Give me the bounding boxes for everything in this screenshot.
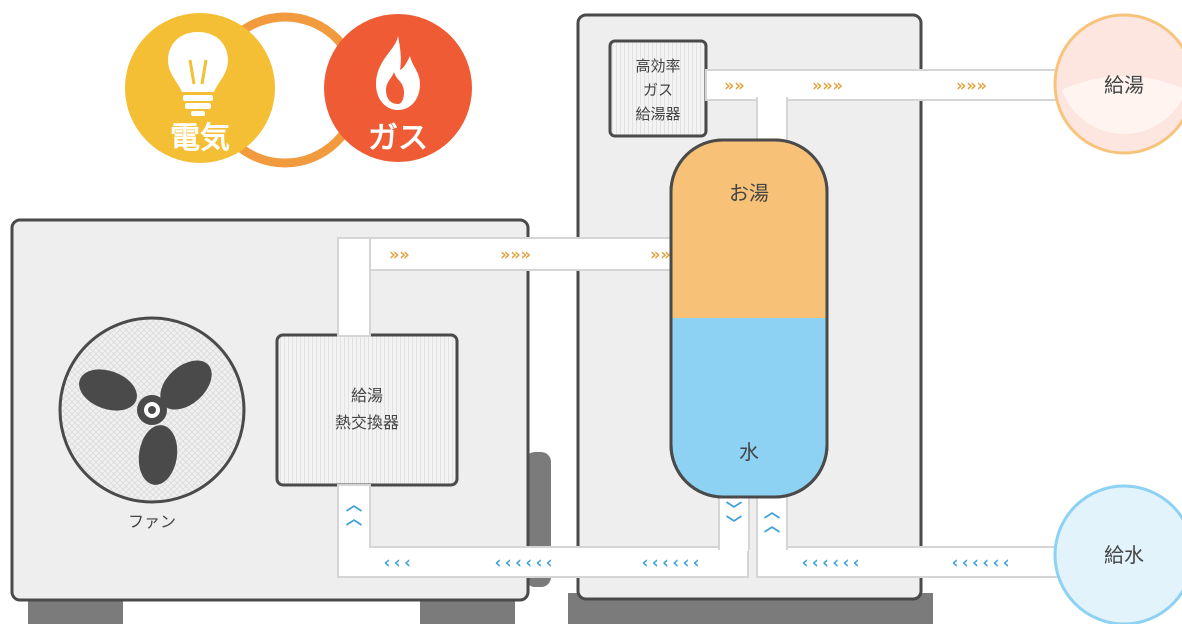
- gas-heater-label-line2: ガス: [643, 81, 673, 99]
- energy-badges: 電気 ガス: [125, 12, 472, 168]
- hot-supply-label: 給湯: [1104, 73, 1144, 97]
- gas-heater-label-line3: 給湯器: [635, 105, 680, 123]
- flow-arrow-hot-2: »»»: [812, 76, 843, 96]
- tank-hot-label: お湯: [729, 181, 769, 205]
- flow-arrow-cold-3: ‹‹‹‹‹‹: [640, 553, 701, 573]
- heat-exchanger: [275, 333, 459, 487]
- heat-exchanger-label-line1: 給湯: [351, 386, 383, 405]
- flame-icon: [376, 36, 420, 110]
- lightbulb-icon: [168, 32, 228, 116]
- flow-arrow-up-3: ︿: [764, 502, 780, 521]
- flow-arrow-up-1: ︿: [346, 495, 362, 514]
- heat-pump-unit: ファン 給湯 熱交換器: [10, 218, 551, 624]
- hot-supply-circle: 給湯: [1053, 13, 1182, 160]
- heat-exchanger-label-line2: 熱交換器: [335, 413, 399, 432]
- storage-tank: お湯 水: [669, 138, 829, 499]
- tank-outline: [669, 138, 829, 499]
- pipe-tank-inlet: [756, 494, 788, 550]
- flow-arrow-up-2: ︿: [346, 509, 362, 528]
- heat-pump-body: [10, 218, 530, 602]
- gas-label: ガス: [368, 121, 428, 156]
- pipe-hot-supply: [705, 69, 1072, 101]
- flow-arrow-cold-4: ‹‹‹‹‹‹: [800, 553, 861, 573]
- tank-hot-section: [671, 140, 827, 318]
- water-supply-label: 給水: [1104, 543, 1144, 567]
- flow-arrow-cold-1: ‹‹‹: [382, 553, 413, 573]
- flow-arrow-hot-5: »»»: [500, 245, 531, 265]
- flow-arrow-hot-3: »»»: [956, 76, 987, 96]
- flow-arrow-cold-5: ‹‹‹‹‹‹: [950, 553, 1011, 573]
- flow-arrow-cold-2: ‹‹‹‹‹‹: [493, 553, 554, 573]
- flow-arrow-hot-1: »»: [724, 76, 744, 96]
- fan-icon: [79, 360, 212, 485]
- flow-arrows: »» »»» »»» »» »»» »» ‹‹‹ ‹‹‹‹‹‹ ‹‹‹‹‹‹ ‹…: [346, 76, 1011, 573]
- flow-arrow-up-4: ︿: [764, 516, 780, 535]
- water-supply-circle: 給水: [1053, 484, 1182, 624]
- pipe-joints: [339, 96, 786, 551]
- pipe-cold-supply: [756, 546, 1072, 578]
- tank-water-label: 水: [739, 440, 759, 464]
- flow-arrow-hot-4: »»: [389, 245, 409, 265]
- flow-arrow-hot-6: »»: [650, 245, 670, 265]
- fan-label: ファン: [128, 512, 176, 531]
- flow-arrow-down-2: ﹀: [726, 514, 742, 533]
- pipe-hot-from-exchanger: [337, 237, 674, 271]
- pipe-cold-return: [337, 546, 749, 578]
- supply-outputs: 給湯 給水: [1053, 13, 1182, 624]
- flow-arrow-down-1: ﹀: [726, 500, 742, 519]
- electric-label: 電気: [170, 121, 230, 156]
- gas-heater-label-line1: 高効率: [635, 57, 680, 75]
- pipe-tank-riser: [756, 97, 788, 147]
